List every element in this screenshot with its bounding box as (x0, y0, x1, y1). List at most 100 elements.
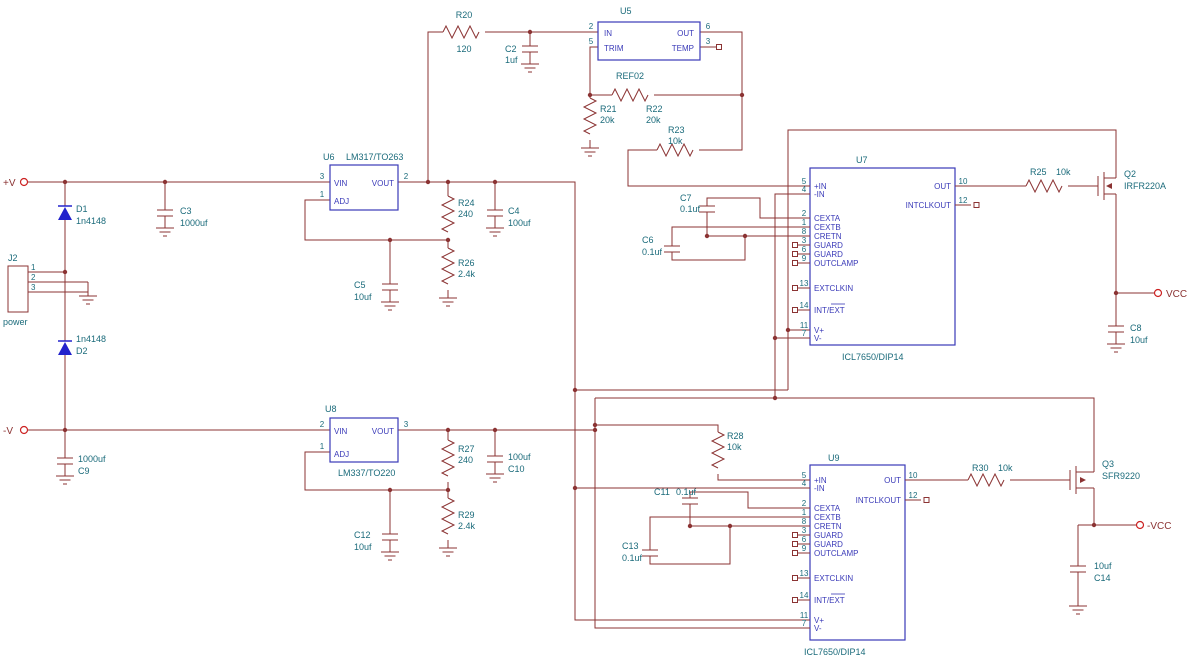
part-ref: D1 (76, 204, 88, 214)
capacitor-c3[interactable] (156, 209, 174, 217)
part-value: 1000uf (78, 454, 106, 464)
pin-name: EXTCLKIN (814, 284, 853, 293)
resistor-r22[interactable] (611, 88, 649, 102)
mosfet-q3[interactable] (1069, 466, 1094, 494)
pin-number: 1 (320, 190, 325, 199)
capacitor-c6[interactable] (663, 245, 681, 253)
part-ref: Q2 (1124, 169, 1136, 179)
ground-symbol (155, 227, 175, 237)
capacitor-c10[interactable] (486, 455, 504, 463)
pin-name: -IN (814, 484, 825, 493)
unconnected-terminal (792, 541, 798, 547)
resistor-r30[interactable] (967, 473, 1005, 487)
unconnected-terminal (792, 285, 798, 291)
unconnected-terminal (792, 532, 798, 538)
capacitor-c14[interactable] (1069, 565, 1087, 573)
port-minus-v[interactable] (19, 425, 29, 435)
part-value: 240 (458, 455, 473, 465)
unconnected-terminal (792, 575, 798, 581)
port-plus-v[interactable] (19, 177, 29, 187)
unconnected-terminal (973, 202, 980, 208)
capacitor-c11[interactable] (681, 497, 699, 505)
resistor-r29[interactable] (441, 497, 455, 535)
pin-number: 1 (802, 218, 807, 227)
pin-number: 1 (320, 442, 325, 451)
capacitor-c12[interactable] (381, 533, 399, 541)
junction-dot (772, 335, 778, 341)
capacitor-c13[interactable] (641, 549, 659, 557)
part-ref: R25 (1030, 167, 1047, 177)
junction-dot (162, 179, 168, 185)
part-ref: C6 (642, 235, 654, 245)
wire-segments[interactable] (28, 31, 1154, 629)
unconnected-terminal (923, 497, 930, 503)
resistor-r26[interactable] (441, 247, 455, 285)
part-ref: C4 (508, 206, 520, 216)
capacitor-c8[interactable] (1107, 325, 1125, 333)
part-ref: C2 (505, 44, 517, 54)
pin-number: 11 (800, 611, 809, 620)
part-ref: C11 (654, 487, 670, 497)
pin-name: +IN (814, 476, 827, 485)
part-ref: C8 (1130, 323, 1142, 333)
pin-number: 2 (31, 273, 36, 282)
capacitor-c4[interactable] (486, 209, 504, 217)
part-ref: Q3 (1102, 459, 1114, 469)
resistor-r28[interactable] (711, 431, 725, 469)
junction-dot (592, 422, 598, 428)
pin-number: 1 (802, 508, 807, 517)
capacitor-c9[interactable] (56, 457, 74, 465)
part-ref: C9 (78, 466, 90, 476)
part-value: 10uf (354, 292, 372, 302)
diode-d2[interactable] (58, 340, 72, 355)
connector-label: power (3, 317, 28, 327)
ic-part: REF02 (616, 71, 644, 81)
ground-symbol (55, 475, 75, 485)
port-label-plus-v: +V (3, 178, 16, 189)
ground-symbol (1106, 343, 1126, 353)
resistor-r21[interactable] (583, 97, 597, 135)
ic-part: LM317/TO263 (346, 152, 403, 162)
pin-number: 6 (706, 22, 711, 31)
part-ref: C10 (508, 464, 525, 474)
connector-j2-body[interactable] (7, 265, 29, 313)
resistor-r25[interactable] (1025, 179, 1063, 193)
capacitor-c5[interactable] (381, 283, 399, 291)
part-ref: C13 (622, 541, 639, 551)
ic-part: ICL7650/DIP14 (842, 352, 904, 362)
ic-u6-box[interactable] (329, 164, 399, 211)
ground-symbol (485, 473, 505, 483)
ic-u5-box[interactable] (597, 21, 701, 61)
mosfet-q2[interactable] (1097, 172, 1116, 200)
pin-name: OUT (677, 29, 694, 38)
pin-name: VIN (334, 179, 348, 188)
junction-dot (742, 233, 748, 239)
resistor-r24[interactable] (441, 195, 455, 233)
junction-dot (62, 269, 68, 275)
port-vcc[interactable] (1153, 288, 1163, 298)
capacitor-c2[interactable] (521, 45, 539, 53)
pin-name: CEXTA (814, 504, 841, 513)
ic-u8-box[interactable] (329, 417, 399, 463)
pin-name: CRETN (814, 232, 842, 241)
pin-name: ADJ (334, 450, 349, 459)
port-neg-vcc[interactable] (1135, 520, 1145, 530)
part-value: IRFR220A (1124, 181, 1166, 191)
resistor-r27[interactable] (441, 439, 455, 477)
ground-symbol (1068, 605, 1088, 615)
part-ref: C14 (1094, 573, 1111, 583)
ic-u7-box[interactable] (809, 167, 956, 346)
ground-symbol (438, 297, 458, 307)
pin-name: ADJ (334, 197, 349, 206)
diode-d1[interactable] (58, 205, 72, 220)
capacitor-c7[interactable] (698, 205, 716, 213)
resistor-r20[interactable] (442, 25, 480, 39)
part-ref: C3 (180, 206, 192, 216)
mosfet-body (1069, 466, 1094, 494)
ic-u7-pins: 5+IN4-IN2CEXTA1CEXTB8CRETN3GUARD6GUARD9O… (792, 177, 980, 343)
part-value: 20k (600, 115, 615, 125)
part-value: 10k (1056, 167, 1071, 177)
junction-dot (492, 427, 498, 433)
junction-dot (445, 237, 451, 243)
